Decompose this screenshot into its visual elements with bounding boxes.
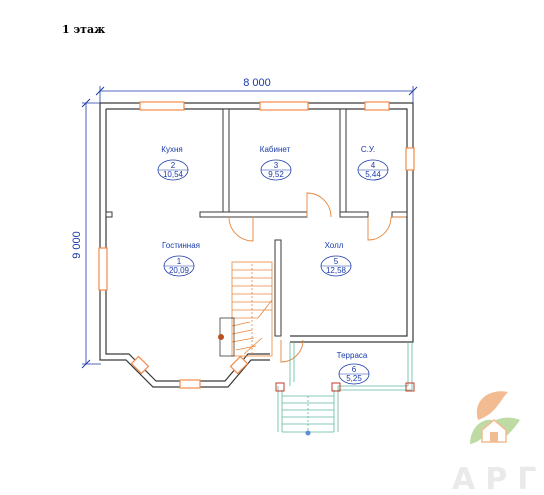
room-bathroom: С.У. 4 5,44	[357, 145, 389, 181]
room-area: 5,44	[365, 170, 381, 179]
room-area: 9,52	[268, 170, 284, 179]
exterior-walls	[99, 102, 414, 388]
room-name: Гостинная	[162, 241, 200, 250]
logo-text: АРГО	[452, 462, 544, 495]
room-terrace: Терраса 6 5,25	[337, 351, 370, 385]
room-name: С.У.	[361, 145, 375, 154]
staircase	[218, 261, 273, 357]
terrace	[275, 342, 415, 436]
room-name: Кабинет	[260, 145, 291, 154]
room-number: 2	[171, 161, 176, 170]
room-office: Кабинет 3 9,52	[260, 145, 292, 181]
room-number: 5	[334, 257, 339, 266]
room-kitchen: Кухня 2 10,54	[157, 145, 189, 181]
plan-title: 1 этаж	[62, 23, 105, 36]
room-area: 12,58	[326, 266, 347, 275]
room-number: 4	[371, 161, 376, 170]
height-dimension: 9 000	[71, 98, 101, 369]
windows	[98, 101, 415, 389]
room-area: 20,09	[169, 266, 190, 275]
height-label: 9 000	[71, 231, 83, 259]
doors	[228, 192, 406, 363]
room-name: Терраса	[337, 351, 368, 360]
leaf-icon	[470, 391, 520, 444]
width-label: 8 000	[243, 77, 271, 89]
room-number: 1	[177, 257, 182, 266]
room-name: Кухня	[161, 145, 182, 154]
width-dimension: 8 000	[95, 77, 418, 105]
argo-logo: АРГО	[452, 391, 544, 495]
room-area: 5,25	[346, 374, 362, 383]
room-living: Гостинная 1 20,09	[162, 241, 200, 277]
room-area: 10,54	[163, 170, 184, 179]
room-name: Холл	[325, 241, 344, 250]
room-number: 6	[352, 365, 357, 374]
room-number: 3	[274, 161, 279, 170]
room-hall: Холл 5 12,58	[320, 241, 352, 277]
